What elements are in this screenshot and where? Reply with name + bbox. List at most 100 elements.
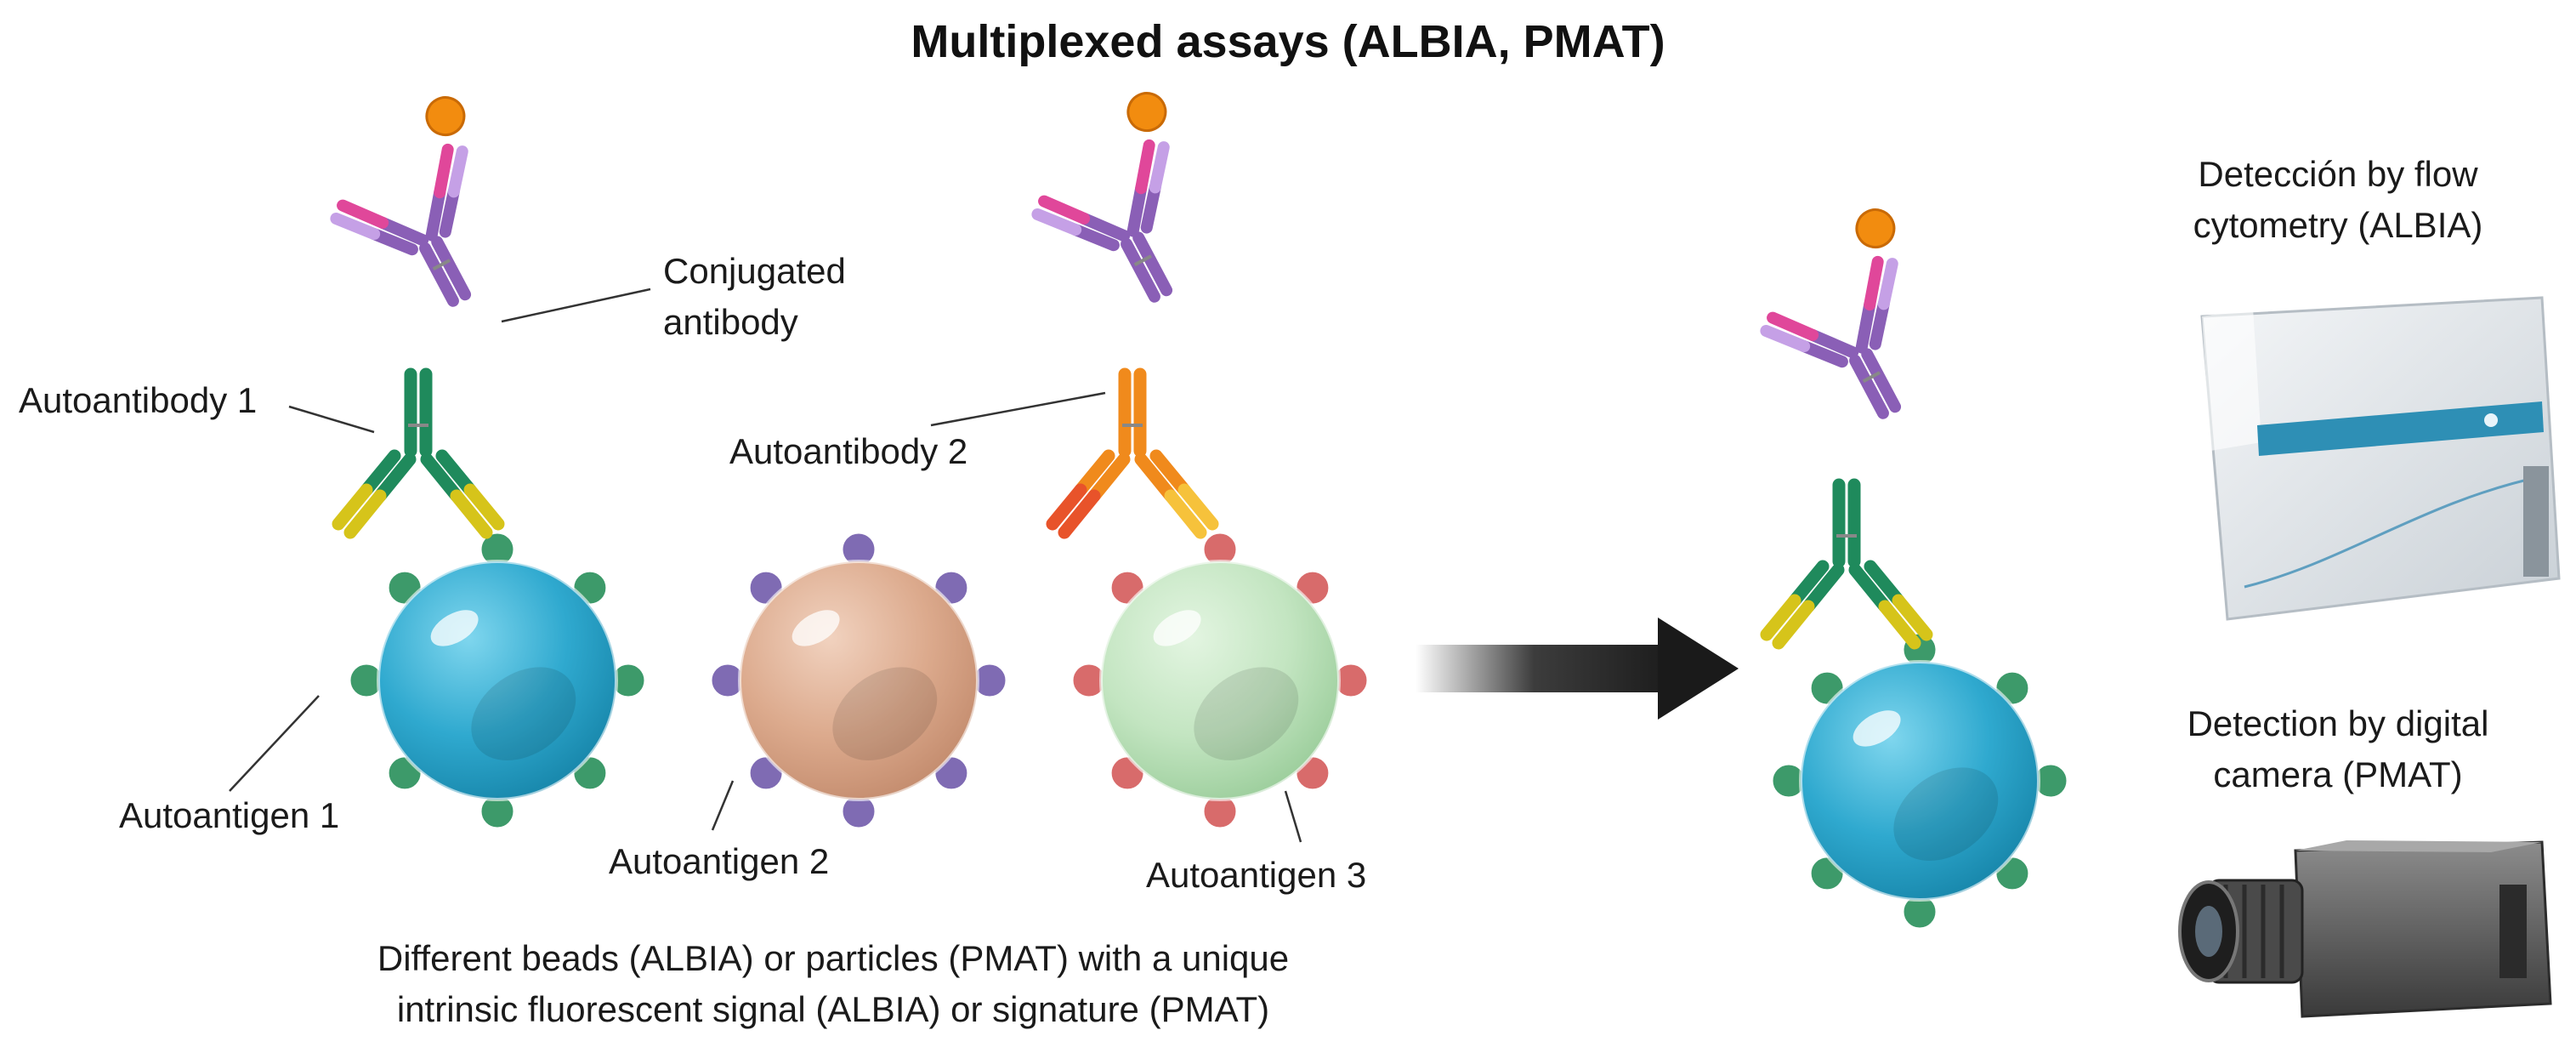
autoantibody-1-arm-l-tip <box>343 489 387 539</box>
autoantibody-result-arm-r2-tip <box>1892 594 1933 641</box>
autoantibody-2-arm-r-tip <box>1164 489 1207 539</box>
conjugated-antibody-result-arm-l2-tip <box>1760 324 1811 353</box>
conjugated-antibody-result-arm-l-base <box>1807 328 1859 359</box>
autoantibody-1-arm-r2-tip <box>463 483 505 531</box>
leader-autoantigen-2 <box>711 780 735 831</box>
autoantibody-1-arm-r-tip <box>450 489 493 539</box>
conjugated-antibody-1-arm-l2-tip <box>330 212 381 241</box>
label-flow-cytometry-line1: Detección by flow <box>2198 154 2478 194</box>
conjugated-antibody-2-arm-l2-tip <box>1031 208 1082 236</box>
bead-2-body <box>738 560 979 801</box>
bead-result-shade <box>1893 767 1999 862</box>
conjugated-antibody-result-stem <box>1849 354 1889 419</box>
camera-lens-glass <box>2195 906 2222 957</box>
conjugated-antibody-2 <box>1031 92 1173 303</box>
bead-1-shade <box>471 667 576 761</box>
bead-result-body <box>1799 660 2040 902</box>
camera-top <box>2295 840 2542 852</box>
bead-2-shade <box>832 667 938 761</box>
conjugated-antibody-1-arm-r-base <box>425 186 446 242</box>
leader-conjugated-antibody <box>501 287 651 323</box>
autoantibody-2-arm-l2-tip <box>1046 483 1087 531</box>
conjugated-antibody-1-bridge <box>432 259 451 271</box>
conjugated-antibody-2-arm-l-tip <box>1038 195 1091 225</box>
conjugated-antibody-1-arm-r2-tip <box>447 145 468 198</box>
bead-1-body <box>377 560 618 801</box>
devices-layer <box>1416 296 2561 1018</box>
bead-result-highlight <box>1853 710 1901 747</box>
autoantibody-2 <box>1046 367 1219 539</box>
conjugated-antibody-2-arm-r-tip <box>1135 139 1155 195</box>
autoantibody-2-arm-r2-base <box>1149 449 1191 497</box>
conjugated-antibody-1-fluorophore <box>425 96 466 137</box>
bead-1-highlight <box>430 610 479 646</box>
conjugated-antibody-result-arm-r2-tip <box>1877 258 1898 310</box>
label-autoantibody-2: Autoantibody 2 <box>729 431 968 471</box>
leader-autoantigen-1 <box>229 695 320 792</box>
flow-cytometer-panel <box>2202 308 2261 451</box>
conjugated-antibody-result <box>1760 208 1902 419</box>
conjugated-antibody-2-bridge <box>1133 254 1152 267</box>
process-arrow-icon <box>1658 618 1739 720</box>
process-arrow-shaft <box>1416 645 1679 692</box>
autoantibody-1-arm-l2-base <box>360 449 401 497</box>
conjugated-antibody-1-stem <box>419 242 459 307</box>
conjugated-antibody-2-stem <box>1121 237 1160 303</box>
antibodies-layer <box>330 92 1933 650</box>
label-autoantigen-2: Autoantigen 2 <box>609 841 830 881</box>
label-digital-camera-line2: camera (PMAT) <box>2213 754 2463 794</box>
bead-3 <box>1070 531 1370 830</box>
autoantibody-2-arm-l-base <box>1087 453 1131 503</box>
beads-layer <box>348 531 2069 931</box>
autoantibody-2-arm-r2-tip <box>1177 483 1219 531</box>
conjugated-antibody-result-arm-r-base <box>1855 299 1876 354</box>
autoantibody-result-arm-l2-tip <box>1760 594 1801 641</box>
flow-cytometer-body <box>2200 296 2561 621</box>
autoantibody-2-arm-l-tip <box>1058 489 1101 539</box>
flow-cytometer-icon <box>2200 296 2561 621</box>
autoantibody-result-arm-l2-base <box>1788 560 1830 607</box>
autoantibody-result <box>1760 478 1933 650</box>
flow-cytometer-stripe <box>2257 401 2544 456</box>
conjugated-antibody-2-fluorophore <box>1126 92 1167 133</box>
conjugated-antibody-result-arm-r2-base <box>1869 298 1890 350</box>
label-conjugated-antibody-line2: antibody <box>663 302 798 342</box>
autoantibody-1-arm-r2-base <box>435 449 477 497</box>
bead-3-highlight <box>1153 610 1201 646</box>
conjugated-antibody-2-arm-l-base <box>1078 212 1131 242</box>
autoantibody-result-arm-r-base <box>1848 563 1892 613</box>
flow-cytometer-light <box>2484 413 2498 427</box>
bead-2 <box>709 531 1008 830</box>
label-digital-camera-line1: Detection by digital <box>2187 703 2489 743</box>
conjugated-antibody-result-bridge <box>1862 371 1881 384</box>
conjugated-antibody-1-arm-l2-base <box>368 228 418 256</box>
camera-grip <box>2499 885 2527 978</box>
label-autoantibody-1: Autoantibody 1 <box>19 380 258 420</box>
leader-autoantigen-3 <box>1284 790 1302 843</box>
caption-line2: intrinsic fluorescent signal (ALBIA) or … <box>396 989 1270 1029</box>
leader-autoantibody-1 <box>288 405 375 434</box>
conjugated-antibody-2-arm-r2-base <box>1140 181 1161 234</box>
conjugated-antibody-1-stem <box>431 236 472 301</box>
conjugated-antibody-1-arm-l-base <box>377 216 429 247</box>
conjugated-antibody-result-stem <box>1861 348 1902 413</box>
leader-lines <box>229 287 1302 843</box>
label-autoantigen-3: Autoantigen 3 <box>1146 855 1367 895</box>
bead-2-highlight <box>792 610 840 646</box>
conjugated-antibody-result-arm-l2-base <box>1798 340 1848 368</box>
autoantibody-result-arm-l-tip <box>1772 600 1815 650</box>
flow-cytometer-curve <box>2244 475 2543 589</box>
autoantibody-2-arm-r-base <box>1134 453 1177 503</box>
conjugated-antibody-2-stem <box>1132 231 1173 297</box>
autoantibody-result-arm-l-base <box>1801 563 1845 613</box>
conjugated-antibody-1 <box>330 96 472 307</box>
conjugated-antibody-2-arm-r-base <box>1126 182 1148 237</box>
conjugated-antibody-2-arm-l2-base <box>1070 224 1120 252</box>
autoantibody-result-arm-r2-base <box>1864 560 1905 607</box>
conjugated-antibody-1-arm-r-tip <box>434 143 454 199</box>
conjugated-antibody-result-arm-l-tip <box>1767 311 1819 341</box>
autoantibody-1 <box>332 367 505 539</box>
label-autoantigen-1: Autoantigen 1 <box>119 795 340 835</box>
